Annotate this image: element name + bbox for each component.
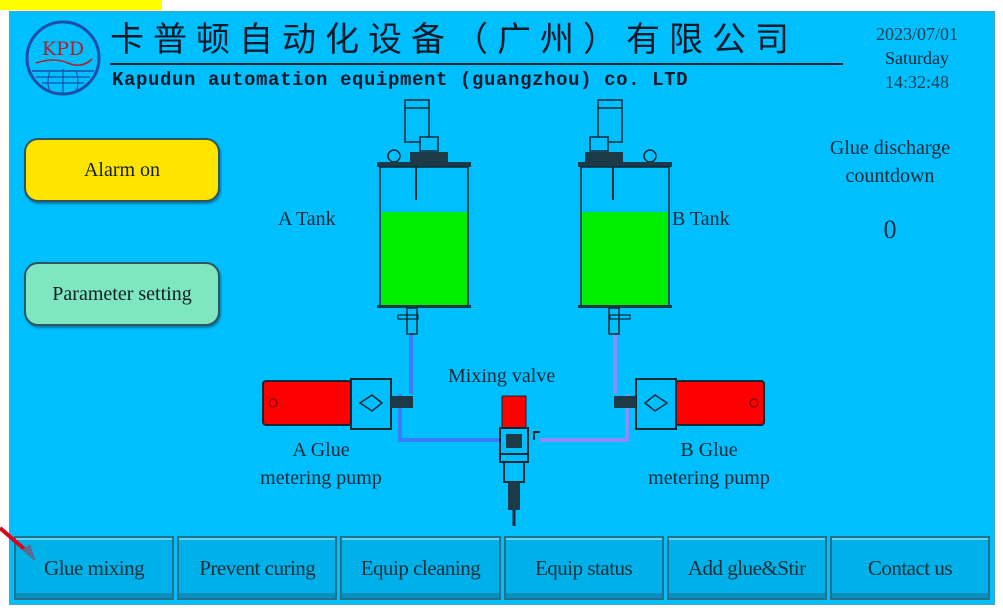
parameter-setting-button[interactable]: Parameter setting [24,262,220,326]
pipe-b [540,334,629,442]
countdown-label-line2: countdown [845,165,935,187]
parameter-setting-label: Parameter setting [52,282,192,305]
pump-a-label-line2: metering pump [260,467,382,489]
tank-a [377,99,471,335]
nav-glue-mixing[interactable]: Glue mixing [14,536,175,600]
countdown-value: 0 [883,215,897,244]
pointer-arrow-icon [0,526,36,560]
company-title-chinese: 卡普顿自动化设备（广州）有限公司 [110,20,798,60]
title-divider [110,63,843,65]
countdown-label: Glue discharge countdown [810,134,970,190]
tank-b-label: B Tank [672,208,730,230]
pump-a-label: A Glue metering pump [236,436,406,492]
pipe-a [398,334,505,442]
highlight-strip [0,0,162,10]
process-diagram [262,99,765,526]
pump-b-label-line2: metering pump [648,467,770,489]
countdown-label-line1: Glue discharge [829,137,951,159]
pump-a-label-line1: A Glue [292,439,350,461]
pump-b-label-line1: B Glue [680,439,738,461]
mixing-valve-label: Mixing valve [448,365,556,387]
datetime-display: 2023/07/01 Saturday 14:32:48 [856,22,978,94]
tank-b-glue-level [582,212,668,306]
date-text: 2023/07/01 [875,24,958,44]
mixing-valve [499,395,540,526]
alarm-on-label: Alarm on [83,158,161,181]
hmi-screen: KPD 卡普顿自动化设备（广州）有限公司 Kapudun automation … [9,11,995,605]
svg-text:KPD: KPD [42,38,84,60]
nav-equip-status[interactable]: Equip status [503,536,664,600]
weekday-text: Saturday [885,48,949,68]
kpd-logo-icon: KPD [25,20,101,96]
tank-a-glue-level [381,212,467,306]
tank-a-label: A Tank [278,208,336,230]
nav-equip-cleaning[interactable]: Equip cleaning [340,536,501,600]
nav-prevent-curing[interactable]: Prevent curing [177,536,338,600]
pump-b [614,378,765,430]
pump-b-label: B Glue metering pump [624,436,794,492]
alarm-on-button[interactable]: Alarm on [24,138,220,202]
tank-b [578,99,672,335]
pump-a [262,378,413,430]
company-title-english: Kapudun automation equipment (guangzhou)… [112,69,689,91]
nav-contact-us[interactable]: Contact us [829,536,991,600]
nav-add-glue-stir[interactable]: Add glue&Stir [666,536,827,600]
bottom-nav: Glue mixing Prevent curing Equip cleanin… [14,536,991,600]
time-text: 14:32:48 [884,72,949,92]
